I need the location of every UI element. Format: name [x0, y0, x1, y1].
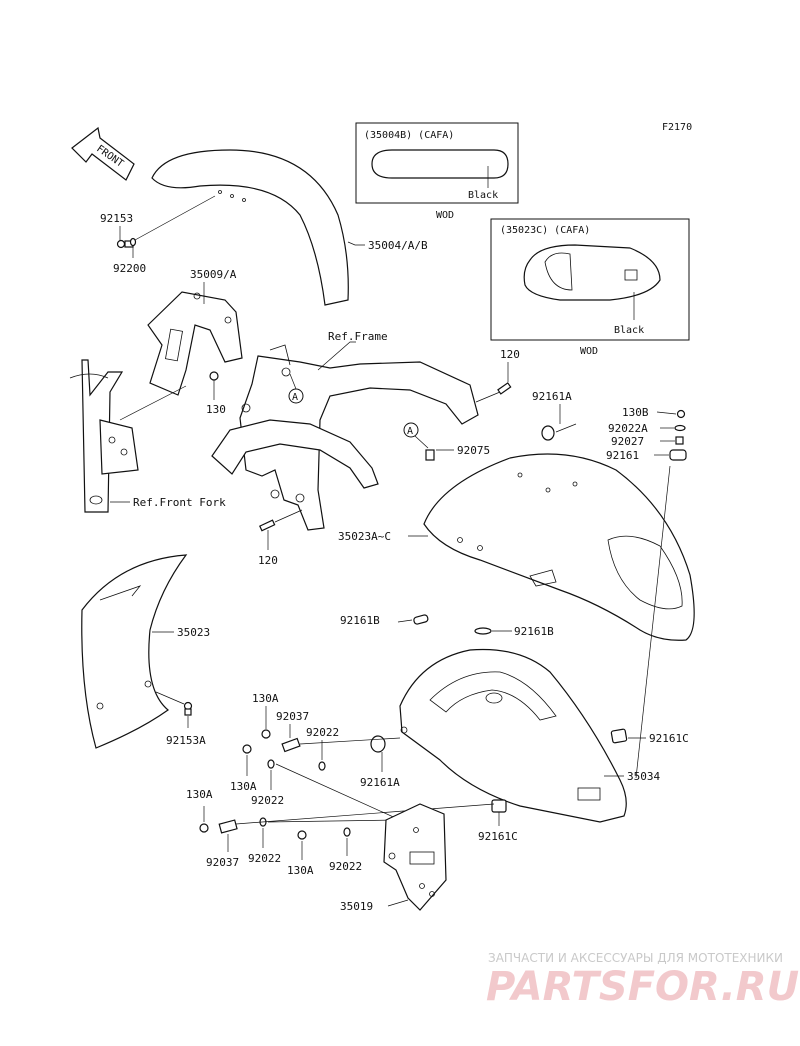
washer-92022-4	[343, 827, 351, 837]
damper-92161	[669, 449, 687, 461]
inner-fender	[81, 554, 188, 749]
inset-front-fender: (35004B) (CAFA) Black WOD	[355, 122, 519, 221]
label-92037-2: 92037	[206, 856, 239, 869]
inset-rear-color: Black	[614, 325, 644, 336]
damper-92161C-right	[610, 728, 628, 744]
callout-a-frame-label: A	[292, 392, 298, 403]
label-130B: 130B	[622, 406, 649, 419]
label-130A-4: 130A	[287, 864, 314, 877]
callout-a-rear: A	[403, 422, 419, 438]
label-35023AC: 35023A~C	[338, 530, 391, 543]
figure-code: F2170	[662, 122, 692, 133]
label-ref-front-fork: Ref.Front Fork	[133, 496, 226, 509]
bolt-130	[209, 371, 219, 381]
inset-front-color: Black	[468, 190, 498, 201]
bolt-92153	[116, 237, 137, 249]
bolt-130A-1	[261, 729, 271, 739]
label-92161B-left: 92161B	[340, 614, 380, 627]
bolt-130B	[676, 409, 686, 419]
label-120-bottom: 120	[258, 554, 278, 567]
label-35023: 35023	[177, 626, 210, 639]
label-92037-1: 92037	[276, 710, 309, 723]
label-35019: 35019	[340, 900, 373, 913]
damper-92161A-top	[541, 425, 555, 441]
label-92075: 92075	[457, 444, 490, 457]
label-92161C-bottom: 92161C	[478, 830, 518, 843]
front-fender	[151, 149, 349, 306]
bolt-130A-4	[297, 830, 307, 840]
front-arrow-icon: FRONT	[71, 126, 135, 181]
inset-rear-fender: (35023C) (CAFA) Black WOD	[490, 218, 690, 357]
rear-inner-fender	[399, 648, 627, 823]
inset-front-header: (35004B) (CAFA)	[364, 130, 454, 141]
label-130A-2: 130A	[230, 780, 257, 793]
collar-92037-2	[218, 819, 238, 834]
label-92153A: 92153A	[166, 734, 206, 747]
license-bracket	[383, 803, 447, 911]
fender-bracket	[147, 291, 243, 396]
front-fork	[69, 359, 139, 513]
bolt-120-top	[497, 382, 512, 395]
label-92022-2: 92022	[251, 794, 284, 807]
label-ref-frame: Ref.Frame	[328, 330, 388, 343]
callout-a-frame: A	[288, 388, 304, 404]
label-92200: 92200	[113, 262, 146, 275]
watermark-brand: PARTSFOR.RU	[486, 964, 799, 1010]
bolt-130A-2	[242, 744, 252, 754]
label-130A-3: 130A	[186, 788, 213, 801]
washer-92022-2	[267, 759, 275, 769]
label-35009: 35009/A	[190, 268, 237, 281]
label-92022A: 92022A	[608, 422, 648, 435]
damper-92161A-bottom	[370, 735, 386, 753]
collar-92027	[675, 436, 684, 445]
label-92161C-right: 92161C	[649, 732, 689, 745]
bolt-92153A	[183, 701, 193, 716]
label-130: 130	[206, 403, 226, 416]
inset-front-caption: WOD	[436, 210, 454, 221]
label-92161: 92161	[606, 449, 639, 462]
bolt-120-bottom	[259, 519, 276, 532]
label-92161A-top: 92161A	[532, 390, 572, 403]
inset-rear-header: (35023C) (CAFA)	[500, 225, 590, 236]
rear-fender-upper	[423, 453, 695, 641]
inset-rear-caption: WOD	[580, 346, 598, 357]
pad-92161B-left	[413, 614, 429, 625]
label-92027: 92027	[611, 435, 644, 448]
damper-92161C-bottom	[491, 799, 507, 813]
label-92022-3: 92022	[248, 852, 281, 865]
watermark-tagline: ЗАПЧАСТИ И АКСЕССУАРЫ ДЛЯ МОТОТЕХНИКИ	[488, 951, 783, 965]
callout-a-rear-label: A	[407, 426, 413, 437]
washer-92022A	[674, 424, 686, 432]
label-35004: 35004/A/B	[368, 239, 428, 252]
label-92022-4: 92022	[329, 860, 362, 873]
label-92161B-right: 92161B	[514, 625, 554, 638]
label-35034: 35034	[627, 770, 660, 783]
label-92153: 92153	[100, 212, 133, 225]
pad-92161B-right	[474, 627, 492, 635]
grommet-92075	[425, 449, 435, 461]
label-120-top: 120	[500, 348, 520, 361]
label-92161A-bottom: 92161A	[360, 776, 400, 789]
washer-92022-1	[318, 761, 326, 771]
bolt-130A-3	[199, 823, 209, 833]
label-130A-1: 130A	[252, 692, 279, 705]
label-92022-1: 92022	[306, 726, 339, 739]
collar-92037-1	[281, 737, 301, 753]
